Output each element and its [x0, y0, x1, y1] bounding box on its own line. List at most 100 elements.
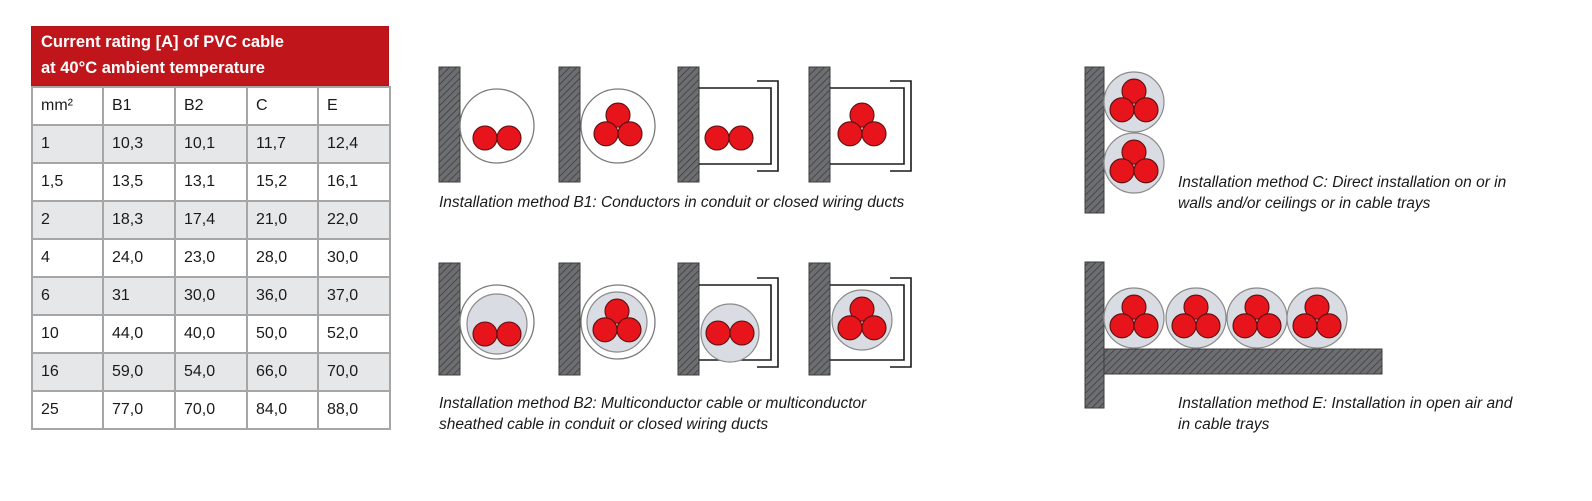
conductor-circle	[1133, 97, 1159, 123]
caption-method-b2: Installation method B2: Multiconductor c…	[439, 393, 866, 435]
conductor-circle	[849, 102, 875, 128]
wall-hatch	[438, 262, 461, 376]
table-cell: 1	[31, 124, 104, 164]
table-cell: 40,0	[174, 314, 248, 354]
table-cell: 13,1	[174, 162, 248, 202]
table-cell: 15,2	[246, 162, 319, 202]
caption-method-c: Installation method C: Direct installati…	[1178, 172, 1506, 214]
wall-hatch	[1084, 66, 1105, 214]
conductor-circle	[617, 121, 643, 147]
conductor-circle	[729, 320, 755, 346]
table-cell: 77,0	[102, 390, 176, 430]
conductor-circle	[1195, 313, 1221, 339]
conductor-circle	[1244, 294, 1270, 320]
conductor-circle	[1133, 313, 1159, 339]
table-header-cell: B1	[102, 86, 176, 126]
caption-e-line-1: Installation method E: Installation in o…	[1178, 395, 1513, 412]
caption-c-line-2: walls and/or ceilings or in cable trays	[1178, 195, 1431, 212]
conductor-circle	[728, 125, 754, 151]
conductor-circle	[1121, 78, 1147, 104]
conductor-circle	[472, 321, 498, 347]
table-cell: 22,0	[317, 200, 391, 240]
table-cell: 16,1	[317, 162, 391, 202]
sheath-circle	[466, 293, 528, 355]
table-cell: 25	[31, 390, 104, 430]
conductor-circle	[1304, 294, 1330, 320]
table-cell: 88,0	[317, 390, 391, 430]
table-cell: 59,0	[102, 352, 176, 392]
conductor-circle	[1121, 294, 1147, 320]
wall-hatch	[808, 262, 831, 376]
wall-hatch	[438, 66, 461, 183]
conductor-circle	[1133, 158, 1159, 184]
table-cell: 36,0	[246, 276, 319, 316]
table-cell: 52,0	[317, 314, 391, 354]
table-cell: 70,0	[317, 352, 391, 392]
conductor-circle	[861, 121, 887, 147]
wall-hatch	[1084, 261, 1105, 409]
conductor-circle	[496, 125, 522, 151]
table-cell: 12,4	[317, 124, 391, 164]
table-cell: 18,3	[102, 200, 176, 240]
conductor-circle	[1292, 313, 1318, 339]
wall-hatch	[1103, 348, 1383, 375]
conductor-circle	[837, 315, 863, 341]
table-cell: 37,0	[317, 276, 391, 316]
table-cell: 24,0	[102, 238, 176, 278]
table-cell: 16	[31, 352, 104, 392]
conductor-circle	[1171, 313, 1197, 339]
conductor-circle	[496, 321, 522, 347]
table-cell: 84,0	[246, 390, 319, 430]
table-cell: 30,0	[317, 238, 391, 278]
table-cell: 31	[102, 276, 176, 316]
wall-hatch	[808, 66, 831, 183]
table-cell: 4	[31, 238, 104, 278]
table-cell: 30,0	[174, 276, 248, 316]
table-cell: 13,5	[102, 162, 176, 202]
conductor-circle	[1109, 158, 1135, 184]
wiring-duct-cover	[757, 277, 779, 368]
table-cell: 10	[31, 314, 104, 354]
wall-hatch	[558, 262, 581, 376]
conductor-circle	[1256, 313, 1282, 339]
table-header-cell: E	[317, 86, 391, 126]
table-cell: 10,3	[102, 124, 176, 164]
caption-e-line-2: in cable trays	[1178, 416, 1270, 433]
table-cell: 21,0	[246, 200, 319, 240]
table-cell: 70,0	[174, 390, 248, 430]
conductor-circle	[1121, 139, 1147, 165]
caption-b2-line-1: Installation method B2: Multiconductor c…	[439, 395, 867, 412]
conductor-circle	[1109, 313, 1135, 339]
conductor-circle	[705, 320, 731, 346]
conductor-circle	[1316, 313, 1342, 339]
wiring-duct-cover	[890, 277, 912, 368]
wiring-duct	[830, 284, 905, 361]
wiring-duct-cover	[890, 80, 912, 172]
wiring-duct	[699, 87, 772, 165]
caption-method-b1: Installation method B1: Conductors in co…	[439, 192, 904, 213]
caption-b1-text: Installation method B1: Conductors in co…	[439, 194, 905, 211]
wall-hatch	[677, 66, 700, 183]
conductor-circle	[604, 298, 630, 324]
table-cell: 66,0	[246, 352, 319, 392]
conductor-circle	[592, 317, 618, 343]
conduit-circle	[459, 88, 535, 164]
wiring-duct-cover	[757, 80, 779, 172]
conductor-circle	[472, 125, 498, 151]
table-cell: 11,7	[246, 124, 319, 164]
table-cell: 2	[31, 200, 104, 240]
table-cell: 17,4	[174, 200, 248, 240]
wiring-duct	[830, 87, 905, 165]
table-title-line-2: at 40°C ambient temperature	[41, 59, 265, 77]
conductor-circle	[1232, 313, 1258, 339]
caption-c-line-1: Installation method C: Direct installati…	[1178, 174, 1507, 191]
